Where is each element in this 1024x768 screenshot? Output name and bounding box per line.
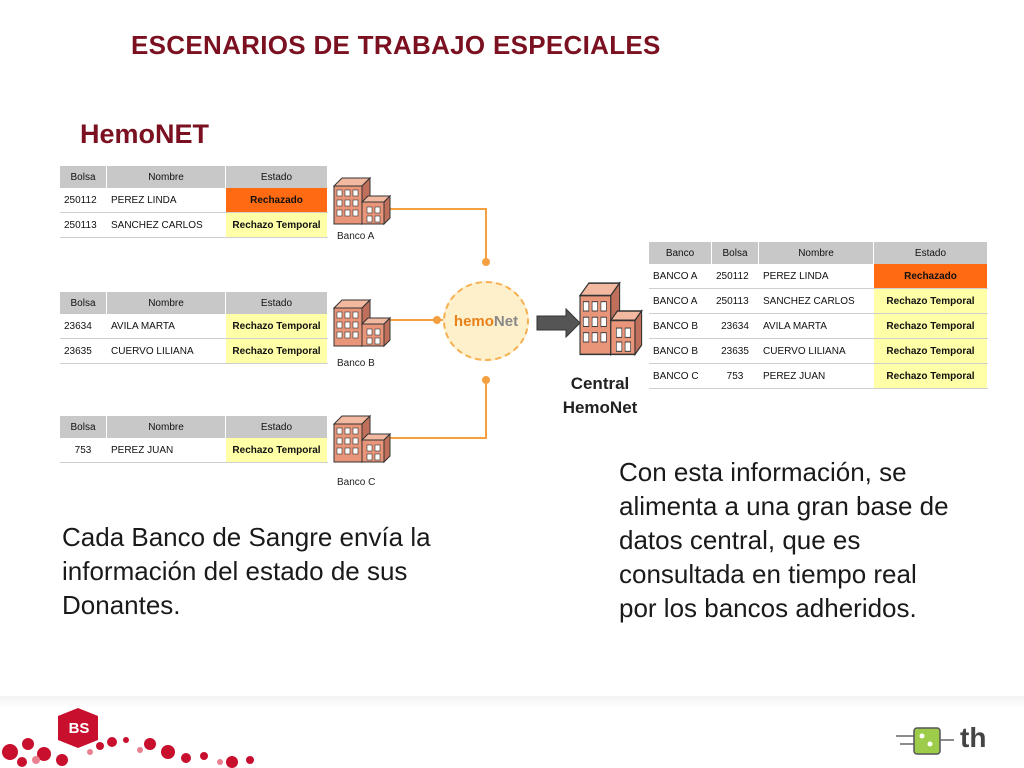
table-row: 250112 PEREZ LINDA Rechazado	[60, 188, 328, 213]
table-row: 23634 AVILA MARTA Rechazo Temporal	[60, 314, 328, 339]
right-description: Con esta información, se alimenta a una …	[619, 457, 949, 623]
cell-bolsa: 23635	[711, 338, 759, 364]
central-table: Banco Bolsa Nombre Estado BANCO A 250112…	[649, 242, 988, 389]
status-badge: Rechazo Temporal	[873, 363, 988, 389]
central-label-line2: HemoNet	[562, 398, 638, 417]
header-nombre: Nombre	[758, 242, 874, 264]
header-bolsa: Bolsa	[60, 292, 107, 314]
cell-bolsa: 23634	[60, 314, 107, 339]
building-icon	[333, 299, 391, 347]
status-badge: Rechazo Temporal	[225, 212, 328, 238]
header-nombre: Nombre	[106, 416, 226, 438]
footer-logo-bs: BS	[68, 720, 90, 737]
central-label: Central HemoNet	[548, 372, 652, 420]
cell-nombre: CUERVO LILIANA	[758, 338, 874, 364]
cell-bolsa: 250113	[60, 212, 107, 238]
header-estado: Estado	[225, 292, 328, 314]
footer-logo-icon	[896, 727, 954, 755]
cell-nombre: AVILA MARTA	[758, 313, 874, 339]
cell-bolsa: 753	[60, 438, 107, 463]
status-badge: Rechazado	[225, 188, 328, 213]
bank-c-table: Bolsa Nombre Estado 753 PEREZ JUAN Recha…	[60, 416, 328, 463]
status-badge: Rechazo Temporal	[225, 338, 328, 364]
cell-nombre: PEREZ JUAN	[758, 363, 874, 389]
status-badge: Rechazo Temporal	[873, 288, 988, 314]
cell-banco: BANCO A	[649, 264, 712, 289]
bank-c-label: Banco C	[337, 477, 376, 488]
table-row: BANCO C 753 PEREZ JUAN Rechazo Temporal	[649, 363, 988, 389]
cell-banco: BANCO A	[649, 288, 712, 314]
cell-nombre: PEREZ JUAN	[106, 438, 226, 463]
cell-bolsa: 250112	[60, 188, 107, 213]
slide-subtitle: HemoNET	[80, 119, 210, 149]
left-description: Cada Banco de Sangre envía la informació…	[62, 522, 431, 620]
header-bolsa: Bolsa	[60, 416, 107, 438]
table-row: BANCO A 250113 SANCHEZ CARLOS Rechazo Te…	[649, 288, 988, 314]
bank-b-label: Banco B	[337, 358, 375, 369]
table-row: 23635 CUERVO LILIANA Rechazo Temporal	[60, 338, 328, 364]
hub-text-hemo: hemo	[453, 312, 494, 330]
bank-b-table: Bolsa Nombre Estado 23634 AVILA MARTA Re…	[60, 292, 328, 364]
header-estado: Estado	[873, 242, 988, 264]
status-badge: Rechazo Temporal	[873, 313, 988, 339]
header-estado: Estado	[225, 416, 328, 438]
header-bolsa: Bolsa	[711, 242, 759, 264]
building-icon	[579, 282, 643, 356]
cell-nombre: CUERVO LILIANA	[106, 338, 226, 364]
table-row: BANCO B 23635 CUERVO LILIANA Rechazo Tem…	[649, 338, 988, 364]
header-nombre: Nombre	[106, 292, 226, 314]
connector-dots	[433, 258, 490, 384]
building-icon	[333, 415, 391, 463]
table-row: BANCO A 250112 PEREZ LINDA Rechazado	[649, 264, 988, 289]
cell-bolsa: 23634	[711, 313, 759, 339]
cell-bolsa: 753	[711, 363, 759, 389]
blood-drops-decoration	[2, 708, 254, 768]
table-row: 753 PEREZ JUAN Rechazo Temporal	[60, 438, 328, 463]
header-estado: Estado	[225, 166, 328, 188]
arrow-right-icon	[536, 307, 581, 339]
bank-a-label: Banco A	[337, 231, 375, 242]
slide-title: ESCENARIOS DE TRABAJO ESPECIALES	[131, 30, 661, 60]
status-badge: Rechazado	[873, 264, 988, 289]
status-badge: Rechazo Temporal	[225, 314, 328, 339]
table-row: 250113 SANCHEZ CARLOS Rechazo Temporal	[60, 212, 328, 238]
status-badge: Rechazo Temporal	[225, 438, 328, 463]
cell-nombre: PEREZ LINDA	[758, 264, 874, 289]
footer-logo-th: th	[960, 722, 987, 753]
cell-nombre: SANCHEZ CARLOS	[758, 288, 874, 314]
cell-nombre: PEREZ LINDA	[106, 188, 226, 213]
cell-banco: BANCO B	[649, 313, 712, 339]
central-label-line1: Central	[570, 374, 630, 393]
cell-bolsa: 250112	[711, 264, 759, 289]
cell-banco: BANCO B	[649, 338, 712, 364]
cell-bolsa: 23635	[60, 338, 107, 364]
cell-nombre: SANCHEZ CARLOS	[106, 212, 226, 238]
cell-bolsa: 250113	[711, 288, 759, 314]
header-banco: Banco	[649, 242, 712, 264]
header-bolsa: Bolsa	[60, 166, 107, 188]
building-icon	[333, 177, 391, 225]
hub-text-net: Net	[493, 312, 519, 330]
cell-banco: BANCO C	[649, 363, 712, 389]
table-row: BANCO B 23634 AVILA MARTA Rechazo Tempor…	[649, 313, 988, 339]
status-badge: Rechazo Temporal	[873, 338, 988, 364]
header-nombre: Nombre	[106, 166, 226, 188]
cell-nombre: AVILA MARTA	[106, 314, 226, 339]
bank-a-table: Bolsa Nombre Estado 250112 PEREZ LINDA R…	[60, 166, 328, 238]
